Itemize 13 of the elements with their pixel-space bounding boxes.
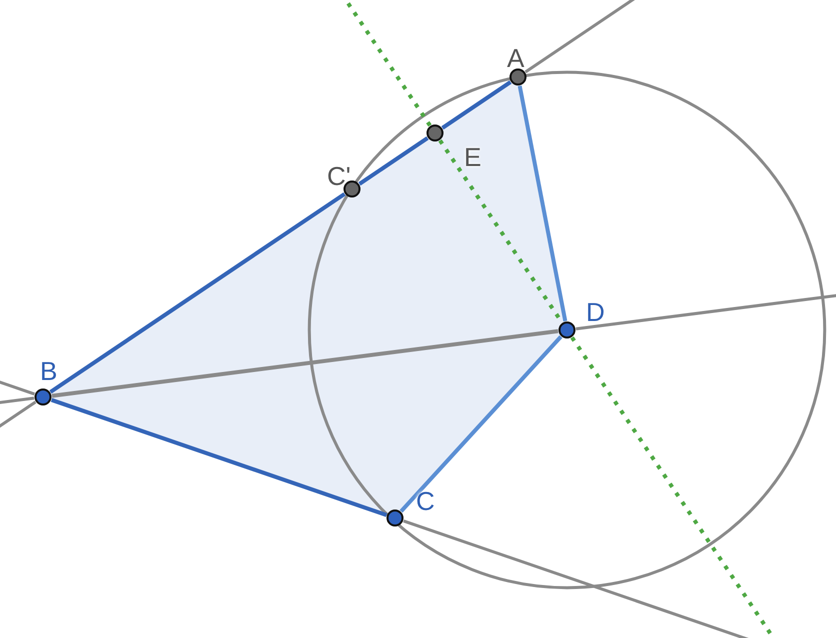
- point-label: A: [507, 44, 524, 72]
- point-label: D: [586, 298, 605, 326]
- point-label: B: [40, 357, 58, 385]
- line-segment: [518, 85, 568, 322]
- line-segment: [49, 192, 346, 394]
- point-label: C': [327, 162, 351, 190]
- line-segment: [358, 136, 429, 186]
- point-label: E: [464, 143, 482, 171]
- line-segment: [441, 80, 512, 130]
- line-segment: [52, 329, 558, 398]
- line-segment: [50, 398, 388, 517]
- point-label: C: [416, 487, 435, 515]
- line-segment: [400, 335, 562, 513]
